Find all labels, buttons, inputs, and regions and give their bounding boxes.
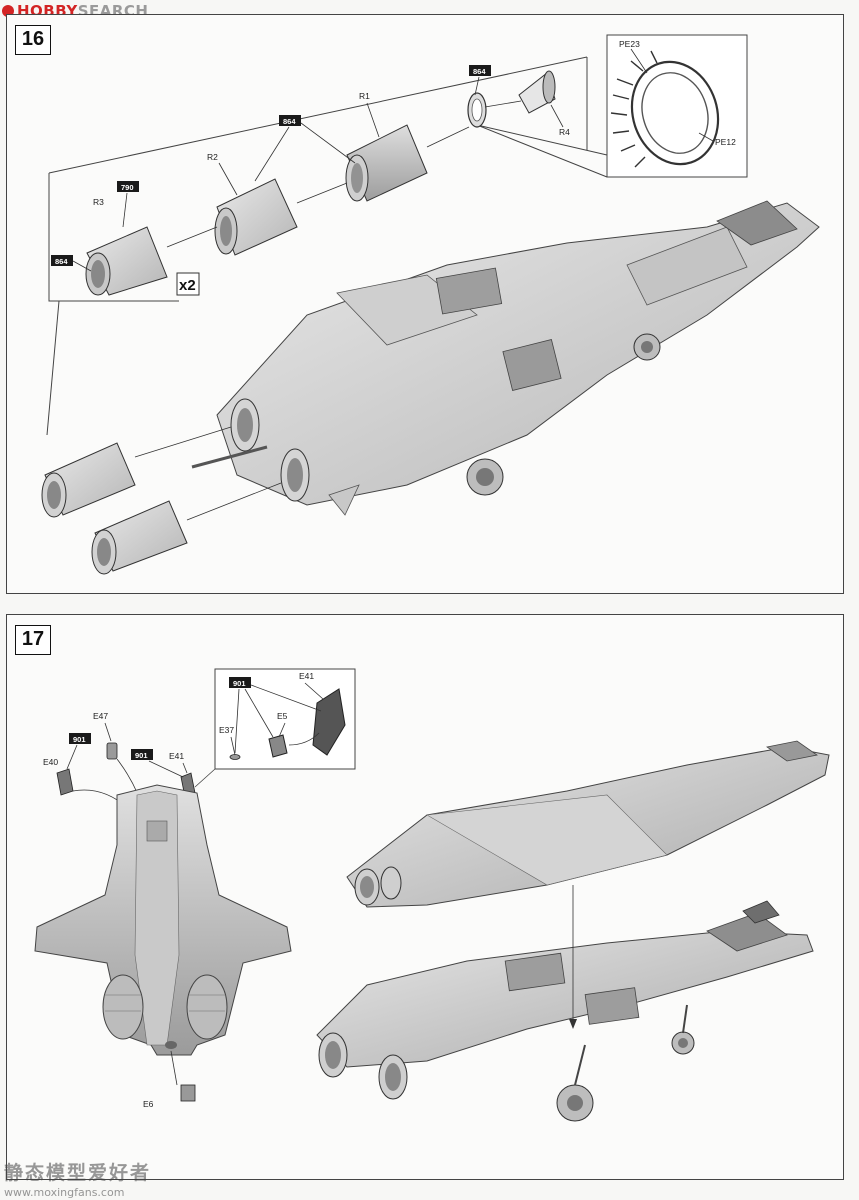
part-label-pe12: PE12 <box>715 137 736 147</box>
nozzle-r3 <box>85 226 168 296</box>
part-label-r3: R3 <box>93 197 104 207</box>
step-16-illustration: PE23 PE12 <box>41 34 820 575</box>
part-label-e40: E40 <box>43 757 58 767</box>
leader-line <box>46 300 60 436</box>
lower-fuselage <box>316 900 814 1122</box>
nozzle-r1 <box>345 124 428 202</box>
inset-frame <box>48 173 179 302</box>
part-label-e37: E37 <box>219 725 234 735</box>
nozzle-r2 <box>214 178 298 256</box>
part-label-e6: E6 <box>143 1099 154 1109</box>
step-16-panel: 16 PE23 <box>6 14 844 594</box>
pe-badge-901-c: 901 <box>233 679 246 688</box>
part-e47 <box>106 742 118 760</box>
aircraft-top-view <box>34 784 292 1056</box>
part-label-r1: R1 <box>359 91 370 101</box>
watermark-cn-text: 静态模型爱好者 <box>4 1162 152 1184</box>
pe-leader-b <box>476 124 608 156</box>
pe-badge-790: 790 <box>121 183 134 192</box>
part-e37 <box>229 754 241 760</box>
step-number: 17 <box>15 625 51 655</box>
pe-leader-a <box>476 124 608 178</box>
pe-badge-901-b: 901 <box>135 751 148 760</box>
nozzle-r4 <box>518 70 556 114</box>
step-17-illustration: 901 E41 E37 E5 E47 901 E40 901 E41 <box>34 668 830 1122</box>
watermark-url: www.moxingfans.com <box>4 1186 125 1199</box>
part-label-e41-detail: E41 <box>299 671 314 681</box>
pe-detail-box <box>606 34 748 178</box>
part-label-r2: R2 <box>207 152 218 162</box>
ring-part <box>467 92 487 128</box>
step-number: 16 <box>15 25 51 55</box>
pe-badge-901-a: 901 <box>73 735 86 744</box>
part-label-r4: R4 <box>559 127 570 137</box>
exhaust-nozzle-right <box>91 500 188 575</box>
inset-frame-top <box>48 56 588 174</box>
part-label-e47: E47 <box>93 711 108 721</box>
aircraft-fuselage-underside <box>191 200 820 516</box>
part-label-pe23: PE23 <box>619 39 640 49</box>
quantity-multiplier: x2 <box>179 277 196 294</box>
moxingfans-watermark: 静态模型爱好者 www.moxingfans.com <box>4 1158 151 1199</box>
step-17-panel: 17 901 E41 E37 E5 E47 <box>6 614 844 1180</box>
pe-badge-864-a: 864 <box>55 257 68 266</box>
pe-ring-part <box>610 50 720 168</box>
part-label-e41: E41 <box>169 751 184 761</box>
part-e6 <box>180 1084 196 1102</box>
part-e5 <box>268 734 288 758</box>
part-label-e5: E5 <box>277 711 288 721</box>
pe-badge-864-c: 864 <box>473 67 486 76</box>
upper-fuselage <box>346 740 830 908</box>
exhaust-nozzle-left <box>41 442 136 518</box>
pe-badge-864-b: 864 <box>283 117 296 126</box>
part-e40 <box>56 768 74 796</box>
